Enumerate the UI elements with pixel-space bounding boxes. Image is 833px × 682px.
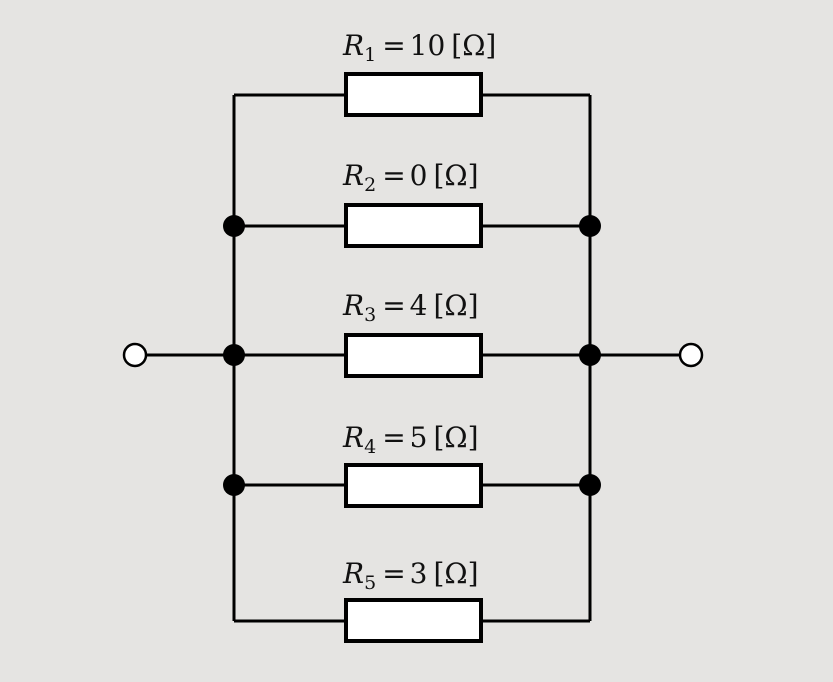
input-terminal (122, 342, 148, 368)
junction-node (579, 344, 601, 366)
resistor-index: 1 (364, 44, 377, 66)
resistor-index: 5 (364, 572, 377, 594)
junction-node (579, 474, 601, 496)
resistor-symbol: R (343, 289, 365, 322)
resistor-symbol: R (343, 159, 365, 192)
resistor-r5 (344, 598, 483, 643)
equals-sign: = (382, 159, 406, 192)
resistor-value: 0 (409, 159, 428, 192)
resistor-index: 3 (364, 304, 377, 326)
resistor-label-r4: R4=5[Ω] (343, 421, 479, 457)
resistor-unit: [Ω] (433, 557, 479, 590)
resistor-label-r3: R3=4[Ω] (343, 289, 479, 325)
equals-sign: = (382, 289, 406, 322)
resistor-r3 (344, 333, 483, 378)
junction-node (223, 474, 245, 496)
junction-node (223, 215, 245, 237)
resistor-label-r2: R2=0[Ω] (343, 159, 479, 195)
resistor-value: 10 (409, 29, 446, 62)
resistor-index: 2 (364, 174, 377, 196)
output-terminal (678, 342, 704, 368)
resistor-unit: [Ω] (433, 159, 479, 192)
resistor-unit: [Ω] (451, 29, 497, 62)
resistor-value: 5 (409, 421, 428, 454)
resistor-r1 (344, 72, 483, 117)
resistor-index: 4 (364, 436, 377, 458)
equals-sign: = (382, 421, 406, 454)
equals-sign: = (382, 557, 406, 590)
resistor-r4 (344, 463, 483, 508)
resistor-unit: [Ω] (433, 421, 479, 454)
resistor-unit: [Ω] (433, 289, 479, 322)
resistor-label-r5: R5=3[Ω] (343, 557, 479, 593)
junction-node (579, 215, 601, 237)
junction-node (223, 344, 245, 366)
resistor-symbol: R (343, 557, 365, 590)
resistor-symbol: R (343, 421, 365, 454)
resistor-value: 4 (409, 289, 428, 322)
resistor-symbol: R (343, 29, 365, 62)
equals-sign: = (382, 29, 406, 62)
resistor-value: 3 (409, 557, 428, 590)
resistor-label-r1: R1=10[Ω] (343, 29, 497, 65)
resistor-r2 (344, 203, 483, 248)
